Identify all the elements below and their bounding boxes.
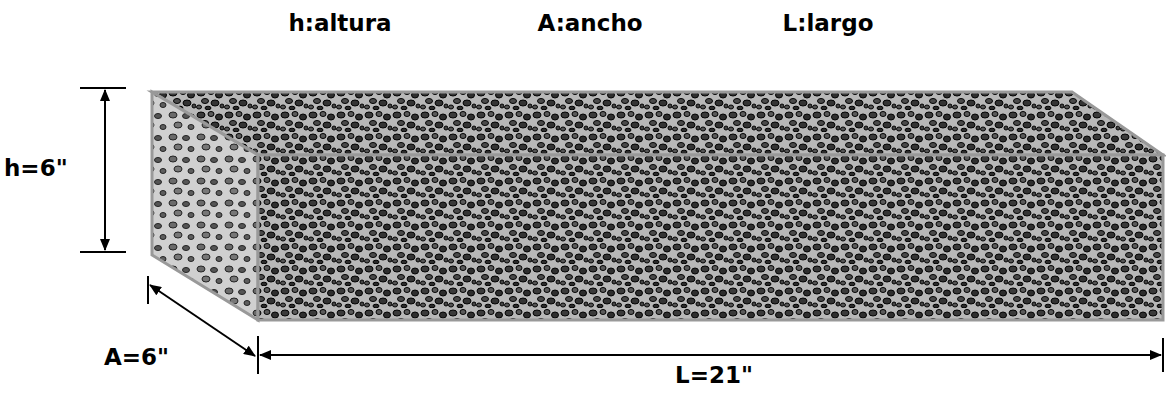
side-face: [152, 92, 258, 320]
width-value: A=6": [104, 344, 169, 372]
height-dimension: [80, 88, 126, 252]
length-value: L=21": [671, 362, 757, 390]
legend-width: A:ancho: [537, 10, 642, 38]
legend-height: h:altura: [288, 10, 391, 38]
height-value: h=6": [4, 155, 68, 183]
legend-length: L:largo: [783, 10, 874, 38]
top-face: [152, 92, 1163, 155]
front-face: [258, 155, 1163, 320]
